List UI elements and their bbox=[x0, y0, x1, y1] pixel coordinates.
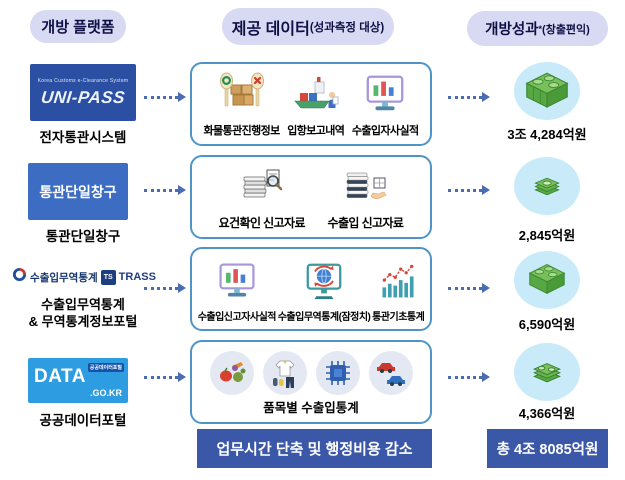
platform-label-unipass: 전자통관시스템 bbox=[39, 130, 127, 145]
monitor-barchart-icon bbox=[363, 72, 407, 121]
data-item-label: 수출입자사실적 bbox=[351, 125, 419, 137]
header-open-outcome: 개방성과*(창출편익) bbox=[467, 11, 608, 46]
platform-label-trade-stats-line2: & 무역통계정보포털 bbox=[28, 314, 138, 329]
monitor-globe-icon bbox=[303, 260, 345, 307]
arrow-left-row1 bbox=[144, 92, 186, 102]
semiconductor-icon bbox=[315, 351, 360, 395]
header-open-outcome-asterisk: * bbox=[538, 23, 543, 34]
trass-logo-wordmark: TRASS bbox=[118, 271, 156, 283]
unipass-logo-wordmark: UNI-PASS bbox=[40, 87, 127, 107]
money-bills-icon bbox=[525, 348, 569, 397]
outcome-value-row3: 6,590억원 bbox=[518, 317, 576, 332]
clothing-icon bbox=[262, 351, 307, 395]
data-item-label: 화물통관진행정보 bbox=[203, 125, 281, 137]
platform-label-trade-stats-line1: 수출입무역통계 bbox=[41, 297, 125, 312]
header-open-outcome-sub: (창출편익) bbox=[542, 23, 590, 36]
benefit-summary-box: 업무시간 단축 및 행정비용 감소 bbox=[197, 429, 432, 468]
outcome-value-row2: 2,845억원 bbox=[518, 228, 576, 243]
data-go-kr-logo: DATA 공공데이터포털 .GO.KR bbox=[28, 358, 128, 403]
category-icons-row bbox=[209, 351, 413, 395]
outcome-value-row4: 4,366억원 bbox=[518, 406, 576, 421]
data-item-label: 요건확인 신고자료 bbox=[218, 216, 306, 230]
documents-magnifier-icon bbox=[238, 162, 286, 213]
korea-gov-emblem-icon bbox=[12, 267, 27, 287]
customs-inspection-icon bbox=[219, 70, 265, 121]
data-item: 수출입무역통계(잠정치) bbox=[278, 260, 371, 323]
arrow-right-row4 bbox=[448, 372, 490, 382]
data-item: 통관기초통계 bbox=[372, 260, 425, 323]
bar-line-chart-icon bbox=[377, 260, 419, 307]
arrow-left-row4 bbox=[144, 372, 186, 382]
ship-arrival-icon bbox=[292, 70, 340, 121]
header-open-platform-label: 개방 플랫폼 bbox=[41, 19, 115, 36]
total-outcome-box: 총 4조 8085억원 bbox=[487, 429, 608, 468]
databox-row2: 요건확인 신고자료 bbox=[190, 155, 432, 239]
header-provided-data-main: 제공 데이터 bbox=[231, 20, 310, 38]
data-item-label: 입항보고내역 bbox=[287, 125, 345, 137]
unipass-logo: Korea Customs e-Clearance System UNI-PAS… bbox=[30, 64, 136, 121]
platform-label-trade-stats: 수출입무역통계 & 무역통계정보포털 bbox=[0, 296, 166, 330]
platform-label-single-window: 통관단일창구 bbox=[45, 229, 121, 244]
arrow-right-row3 bbox=[448, 283, 490, 293]
trass-ts-badge: TS bbox=[100, 269, 116, 285]
data-item: 수출입자사실적 bbox=[352, 72, 419, 138]
arrow-left-row3 bbox=[144, 283, 186, 293]
data-item-label: 통관기초통계 bbox=[372, 312, 425, 323]
produce-icon bbox=[209, 351, 254, 395]
data-item: 수출입 신고자료 bbox=[328, 162, 404, 231]
money-stack-icon bbox=[524, 255, 570, 306]
databox-row1: 화물통관진행정보 입항보고내역 bbox=[190, 62, 432, 146]
platform-label-data-portal: 공공데이터포털 bbox=[39, 413, 127, 428]
monitor-barchart-icon bbox=[216, 260, 258, 307]
header-open-outcome-main: 개방성과 bbox=[485, 22, 539, 38]
arrow-left-row2 bbox=[144, 185, 186, 195]
trade-stats-logo-text: 수출입무역통계 bbox=[30, 271, 98, 284]
single-window-logo-wordmark: 통관단일창구 bbox=[39, 183, 117, 200]
data-go-kr-wordmark: DATA bbox=[34, 366, 86, 387]
money-bills-icon bbox=[527, 164, 567, 209]
header-provided-data: 제공 데이터(성과측정 대상) bbox=[222, 8, 394, 45]
header-provided-data-sub: (성과측정 대상) bbox=[309, 21, 385, 34]
data-go-kr-suffix: .GO.KR bbox=[89, 388, 122, 398]
vehicles-icon bbox=[368, 351, 413, 395]
data-item-label: 수출입 신고자료 bbox=[327, 216, 404, 230]
data-item: 화물통관진행정보 bbox=[204, 70, 280, 138]
outcome-oval-row4 bbox=[514, 343, 580, 401]
databox-row3: 수출입신고자사실적 수출입무역통계(잠정치) bbox=[190, 247, 432, 331]
data-item-label: 수출입신고자사실적 bbox=[197, 312, 277, 323]
data-item: 요건확인 신고자료 bbox=[219, 162, 305, 231]
unipass-logo-subtitle: Korea Customs e-Clearance System bbox=[37, 77, 129, 84]
outcome-oval-row3 bbox=[514, 251, 580, 309]
money-stack-icon bbox=[520, 62, 574, 121]
outcome-oval-row1 bbox=[514, 62, 580, 120]
data-item: 입항보고내역 bbox=[287, 70, 345, 138]
data-item: 수출입신고자사실적 bbox=[197, 260, 277, 323]
arrow-right-row2 bbox=[448, 185, 490, 195]
outcome-value-row1: 3조 4,284억원 bbox=[507, 127, 587, 142]
arrow-right-row1 bbox=[448, 92, 490, 102]
single-window-logo: 통관단일창구 bbox=[28, 163, 128, 220]
outcome-oval-row2 bbox=[514, 157, 580, 215]
trade-stats-logos: 수출입무역통계 TS TRASS bbox=[4, 264, 164, 290]
data-item-label: 수출입무역통계(잠정치) bbox=[277, 312, 371, 323]
databox-row4: 품목별 수출입통계 bbox=[190, 340, 432, 424]
header-open-platform: 개방 플랫폼 bbox=[30, 10, 126, 43]
data-item-label: 품목별 수출입통계 bbox=[263, 401, 359, 415]
documents-hand-icon bbox=[341, 162, 389, 213]
data-go-kr-badge: 공공데이터포털 bbox=[87, 363, 124, 372]
